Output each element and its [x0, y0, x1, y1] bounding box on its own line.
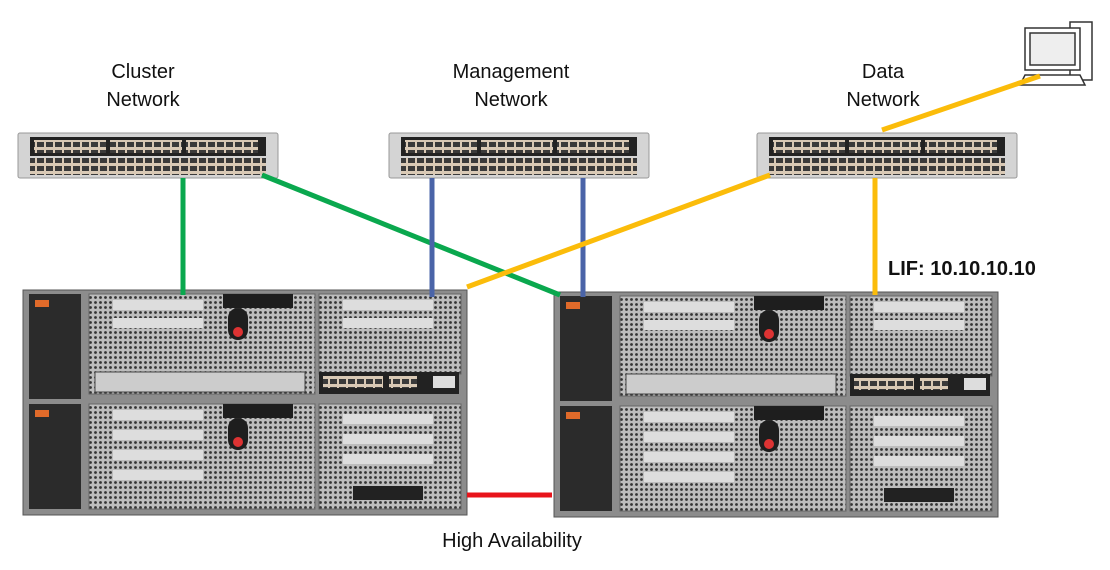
data-network-label: Data Network: [846, 61, 920, 111]
data-network-switch: [756, 132, 1018, 179]
cluster-network-label: Cluster Network: [106, 61, 180, 111]
management-network-switch: [388, 132, 650, 179]
client-link: [881, 73, 1041, 133]
high-availability-label: High Availability: [442, 530, 582, 552]
data-link-1: [466, 172, 771, 290]
lif-address-label: LIF: 10.10.10.10: [888, 258, 1036, 280]
cluster-network-switch: [17, 132, 279, 179]
management-network-label: Management Network: [452, 61, 570, 111]
cluster-link-2: [261, 172, 561, 298]
controller-node-1: [22, 289, 468, 516]
desktop-computer-icon: [1018, 21, 1093, 86]
controller-node-2: [553, 291, 999, 518]
